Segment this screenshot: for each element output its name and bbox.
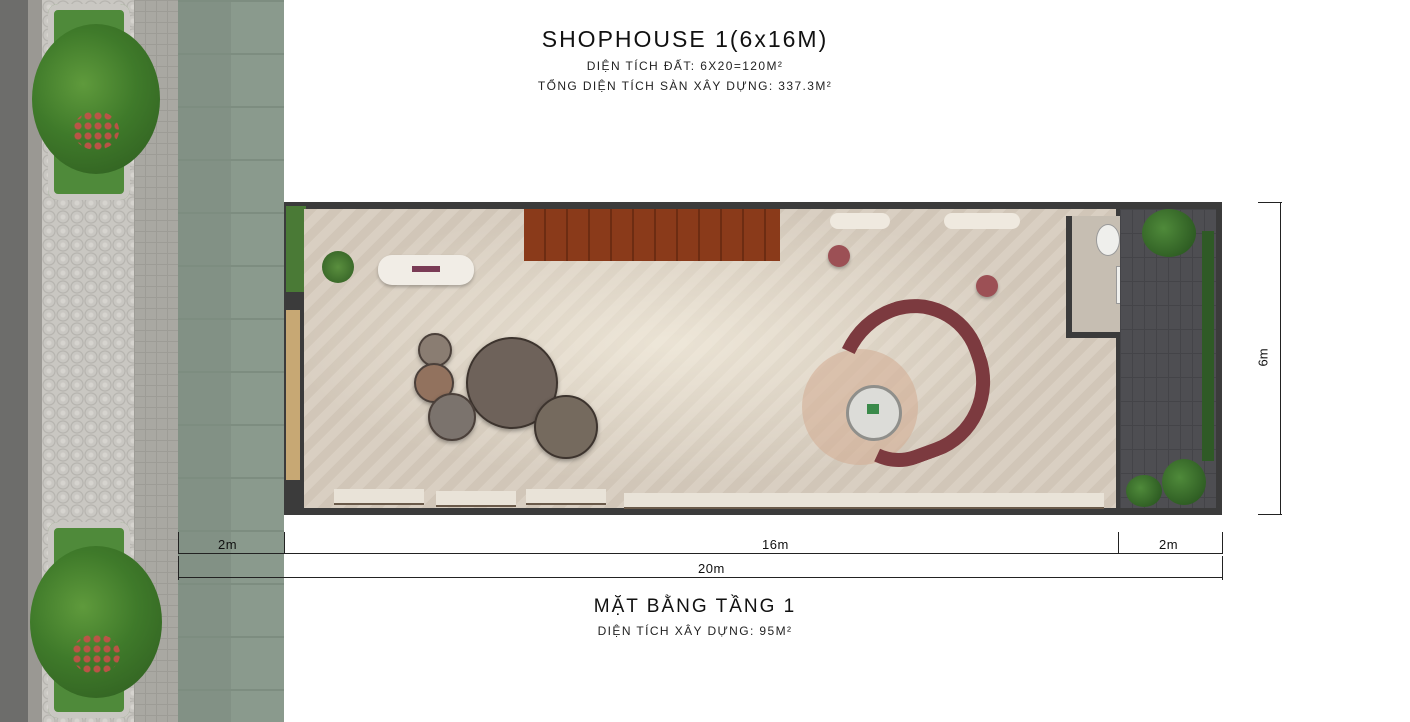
floor-plan (284, 202, 1222, 515)
wall-shelf-bottom (624, 493, 1104, 509)
total-floor-area-text: TỔNG DIỆN TÍCH SÀN XÂY DỰNG: 337.3M² (537, 79, 833, 93)
display-sofa (378, 255, 474, 285)
rear-setback-label: 2m (1159, 537, 1179, 552)
front-yard (178, 0, 284, 722)
shelf-bottom-1 (334, 489, 424, 505)
dim-tick-bottom (1258, 514, 1282, 515)
width-dimension-label: 6m (1255, 348, 1271, 367)
shelf-bottom-3 (526, 489, 606, 505)
front-setback-label: 2m (218, 537, 238, 552)
road (0, 0, 28, 722)
side-table-1 (418, 333, 452, 367)
dim-tick-4 (1222, 532, 1223, 554)
road-curb (28, 0, 42, 722)
dim-tick-total-right (1222, 556, 1223, 580)
toilet (1096, 224, 1120, 256)
header: SHOPHOUSE 1(6x16M) DIỆN TÍCH ĐẤT: 6X20=1… (480, 26, 890, 93)
rear-yard (1120, 209, 1216, 508)
front-hedge (286, 206, 306, 292)
round-table-medium (534, 395, 598, 459)
width-dimension-line (1280, 202, 1281, 514)
built-area-text: DIỆN TÍCH XÂY DỰNG: 95M² (597, 624, 793, 638)
potted-plant (322, 251, 354, 283)
tree-top (32, 24, 160, 174)
building-length-label: 16m (762, 537, 789, 552)
page-title: SHOPHOUSE 1(6x16M) (541, 26, 829, 52)
dim-tick-1 (178, 532, 179, 554)
shelf-bottom-2 (436, 491, 516, 507)
showroom-floor (304, 209, 1140, 509)
rear-hedge (1202, 231, 1214, 461)
dim-tick-3 (1118, 532, 1119, 554)
dim-tick-total-left (178, 556, 179, 580)
total-length-label: 20m (698, 561, 725, 576)
entrance-step (286, 310, 300, 480)
land-area-text: DIỆN TÍCH ĐẤT: 6X20=120M² (586, 59, 784, 73)
tree-bottom (30, 546, 162, 698)
stool-1 (828, 245, 850, 267)
dim-tick-top (1258, 202, 1282, 203)
total-dimension-line (178, 577, 1222, 578)
side-table-3 (428, 393, 476, 441)
stool-2 (976, 275, 998, 297)
shrub-top (1142, 209, 1196, 257)
staircase (524, 209, 780, 261)
shrub-bottom-1 (1162, 459, 1206, 505)
plan-caption: MẶT BẰNG TẦNG 1 DIỆN TÍCH XÂY DỰNG: 95M² (540, 596, 850, 638)
dim-tick-2 (284, 532, 285, 554)
plan-title: MẶT BẰNG TẦNG 1 (593, 596, 797, 617)
coffee-table (846, 385, 902, 441)
segment-dimension-line (178, 553, 1222, 554)
clothes-rack-top (944, 213, 1020, 229)
shrub-bottom-2 (1126, 475, 1162, 507)
display-rack-top (830, 213, 890, 229)
